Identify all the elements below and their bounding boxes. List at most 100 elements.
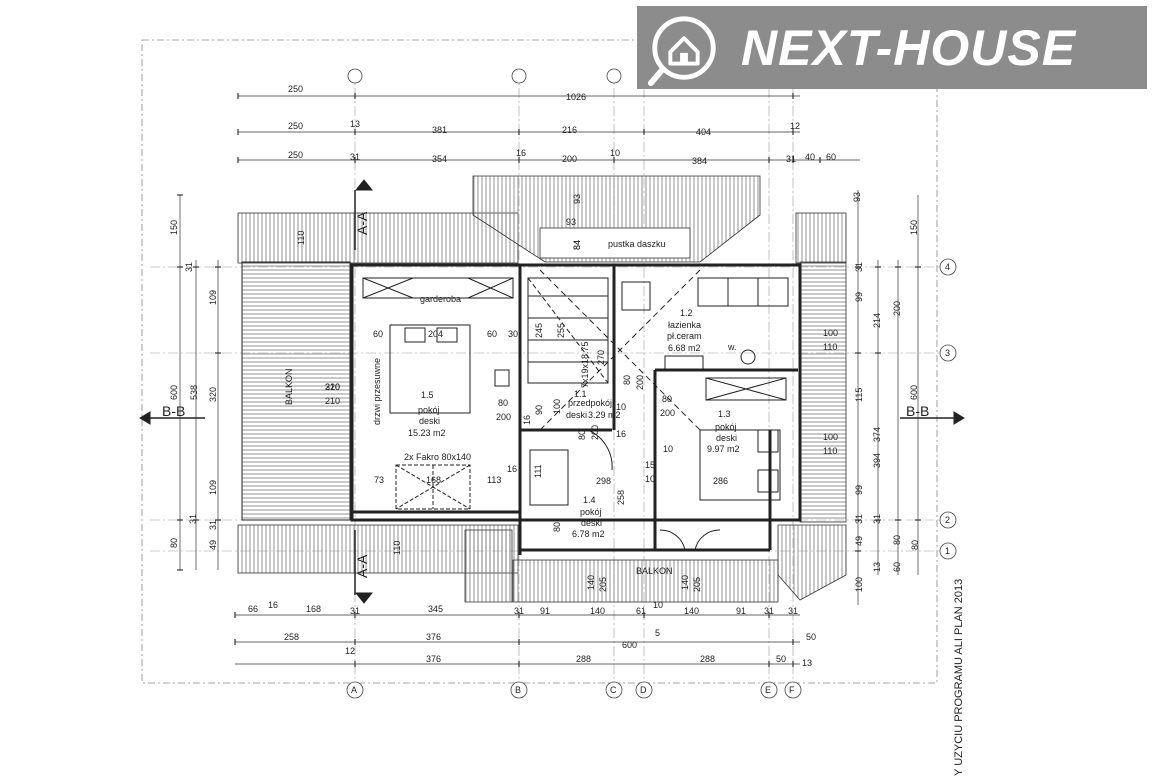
dim-label: 16 [516, 148, 526, 158]
dim-label: 16 [522, 415, 532, 425]
section-markers [139, 179, 965, 604]
dim-label: 140 [590, 606, 605, 616]
dim-label: 80 [622, 375, 632, 385]
axis-label: 1 [945, 546, 950, 556]
dim-label: 12 [790, 121, 800, 131]
dim-label: 200 [590, 425, 600, 440]
dim-label: 150 [909, 220, 919, 235]
room-area: 9.97 m2 [707, 444, 740, 454]
dim-label: 10 [610, 148, 620, 158]
room-area: 3.29 m2 [588, 410, 621, 420]
dim-label: 140 [586, 575, 596, 590]
axis-label: C [610, 685, 617, 695]
dim-label: 100 [823, 432, 838, 442]
dim-label: 10 [645, 474, 655, 484]
dim-label: 115 [854, 388, 864, 402]
dim-label: 93 [852, 192, 862, 202]
dim-label: 381 [432, 125, 447, 135]
dim-label: 13 [350, 119, 360, 129]
dim-label: 31 [786, 154, 796, 164]
room-area: 6.68 m2 [668, 343, 701, 353]
dim-label: 110 [296, 231, 306, 245]
axis-label: A [351, 685, 357, 695]
room-name: pokój [580, 507, 602, 517]
dim-label: 255 [556, 323, 566, 338]
dim-label: 384 [692, 156, 707, 166]
dim-label: 99 [854, 485, 864, 495]
dim-label: 1026 [566, 92, 586, 102]
room-floor: deski [566, 410, 587, 420]
dim-label: 100 [854, 577, 864, 592]
dim-label: 31 [514, 606, 524, 616]
dim-label: 109 [208, 480, 218, 495]
room-area: 15.23 m2 [408, 428, 446, 438]
dim-label: 258 [284, 632, 299, 642]
dim-label: 168 [306, 604, 321, 614]
dim-label: 80 [662, 394, 672, 404]
dim-label: 210 [325, 396, 340, 406]
dim-label: 110 [823, 342, 837, 352]
section-label-bb-left: B-B [162, 403, 185, 419]
room-number: 1.1 [574, 389, 587, 399]
dim-label: 100 [823, 328, 838, 338]
dim-label: 80 [169, 538, 179, 548]
dim-label: 168 [426, 475, 441, 485]
room-floor: pł.ceram [667, 331, 702, 341]
brand-banner: NEXT-HOUSE [637, 6, 1147, 89]
dim-label: 91 [540, 606, 550, 616]
dim-label: 49 [854, 536, 864, 546]
room-floor: deski [581, 518, 602, 528]
dimension-lines [179, 95, 919, 665]
axis-label: 4 [945, 262, 950, 272]
dim-label: 270 [596, 350, 606, 365]
dim-label: 84 [572, 240, 582, 250]
dim-label: 320 [325, 382, 340, 392]
dim-label: 376 [426, 654, 441, 664]
dim-label: 210 [325, 382, 340, 392]
dim-label: 111 [533, 464, 543, 478]
dim-label: 60 [373, 329, 383, 339]
dim-label: 354 [432, 154, 447, 164]
dim-label: 298 [596, 476, 611, 486]
dim-label: 140 [680, 575, 690, 590]
dim-label: 15 [645, 460, 655, 470]
dim-label: 600 [909, 385, 919, 400]
dim-label: 31 [854, 262, 864, 272]
software-note: Y UZYCIU PROGRAMU ALI PLAN 2013 [953, 578, 965, 776]
dim-label: 60 [487, 329, 497, 339]
dim-label: 66 [248, 604, 258, 614]
dim-label: 60 [892, 562, 902, 572]
dim-label: 80 [892, 535, 902, 545]
label-sliding-door: drzwi przesuwne [372, 358, 382, 425]
room-name: przedpokój [568, 398, 612, 408]
section-label-aa-top: A-A [354, 211, 370, 235]
room-number: 1.4 [583, 495, 596, 505]
axis-label: F [789, 685, 795, 695]
balcony-left [241, 261, 351, 521]
room-number: 1.2 [680, 308, 693, 318]
dim-label: 31 [184, 262, 194, 272]
dim-label: 40 [805, 152, 815, 162]
dim-label: 109 [208, 290, 218, 305]
dim-label: 288 [700, 654, 715, 664]
dim-label: 600 [622, 640, 637, 650]
dim-label: 150 [169, 220, 179, 235]
dim-label: 61 [636, 606, 646, 616]
room-floor: deski [419, 416, 440, 426]
label-wc: w. [727, 342, 737, 352]
dim-label: 60 [826, 152, 836, 162]
dim-label: 16 [616, 429, 626, 439]
dim-label: 84 [572, 240, 582, 250]
room-area: 6.78 m2 [572, 529, 605, 539]
dim-label: 250 [288, 121, 303, 131]
dim-label: 31 [350, 152, 360, 162]
dim-label: 93 [572, 194, 582, 204]
dim-label: 140 [684, 606, 699, 616]
dim-label: 91 [736, 606, 746, 616]
dim-label: 376 [426, 632, 441, 642]
room-name: pokój [418, 405, 440, 415]
dim-label: 80 [910, 540, 920, 550]
dim-label: 73 [374, 475, 384, 485]
axis-label: D [640, 685, 647, 695]
dim-label: 31 [788, 606, 798, 616]
